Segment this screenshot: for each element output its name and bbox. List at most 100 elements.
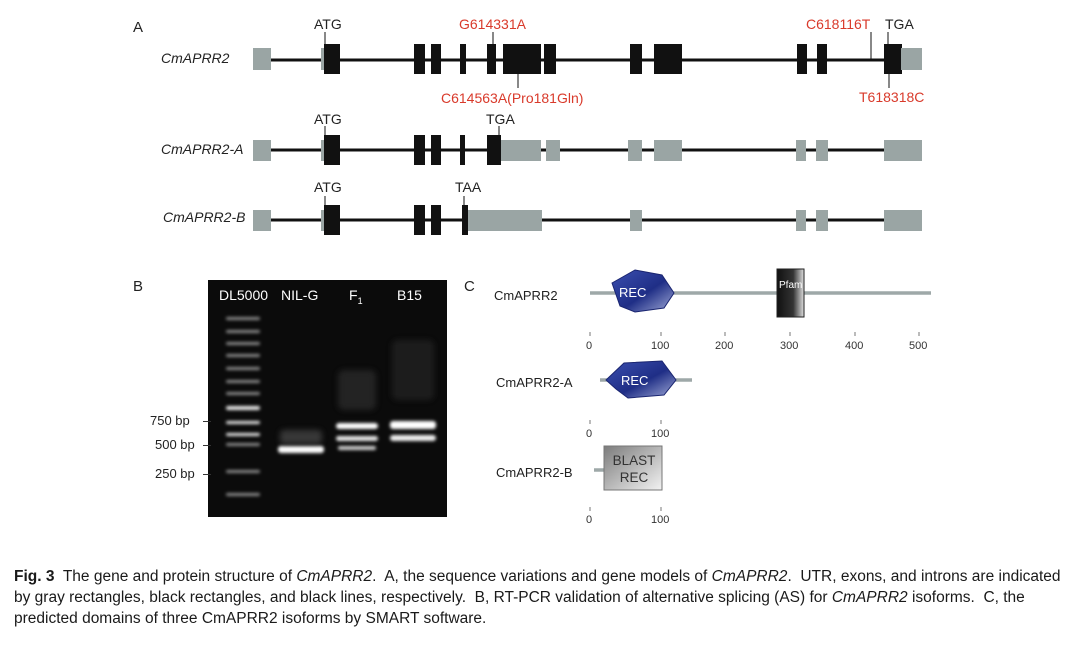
panel-b-label: B — [133, 278, 144, 295]
exon-block — [884, 44, 902, 74]
exon-block — [324, 44, 340, 74]
size-marker-tick — [203, 474, 211, 475]
ladder-bands — [226, 317, 260, 496]
caption-gene-italic: CmAPRR2 — [296, 568, 373, 585]
gel-band — [278, 446, 324, 453]
lane-label-nil-g: NIL-G — [281, 287, 319, 303]
lane-label-f1: F1 — [349, 287, 363, 306]
gel-smear — [280, 430, 322, 444]
utr-block — [628, 140, 642, 161]
caption-text: The gene and protein structure of — [54, 568, 297, 585]
panel-c-label: C — [464, 278, 475, 295]
ladder-bright-bands — [226, 406, 260, 436]
exon-block — [414, 205, 425, 235]
exon-block — [630, 44, 642, 74]
exon-block — [414, 44, 425, 74]
gel-band — [336, 436, 378, 441]
rec-domain-label: REC — [621, 373, 649, 388]
blast-label-line: BLAST — [612, 453, 656, 468]
caption-fig-label: Fig. 3 — [14, 568, 55, 585]
utr-block — [253, 140, 271, 161]
caption-gene-italic: CmAPRR2 — [711, 568, 788, 585]
gel-bands — [226, 317, 436, 496]
axis-tick-label: 100 — [651, 340, 670, 352]
exon-block — [487, 44, 496, 74]
utr-block — [816, 140, 828, 161]
gel-smear — [392, 340, 434, 400]
axis-tick-label: 100 — [651, 428, 670, 440]
utr-block — [253, 48, 271, 70]
lane-label-b15: B15 — [397, 287, 422, 303]
pfam-domain-label: Pfam — [779, 280, 803, 291]
mutation-label: G614331A — [459, 16, 526, 32]
caption-text: . UTR, exons, and introns are indicated … — [14, 568, 1065, 606]
gel-band — [338, 446, 376, 450]
gel-smear — [338, 370, 376, 410]
axis-tick-label: 500 — [909, 340, 928, 352]
size-marker-label: 250 bp — [155, 466, 195, 481]
gel-band — [390, 421, 436, 429]
utr-block — [501, 140, 541, 161]
protein-name-cmaprr2: CmAPRR2 — [494, 288, 558, 303]
mutation-label: T618318C — [859, 89, 925, 105]
exon-block — [462, 205, 468, 235]
rec-domain-label: REC — [619, 285, 647, 300]
blast-domain-label: BLAST REC — [606, 452, 662, 486]
exon-block — [431, 205, 441, 235]
axis-tick-label: 0 — [586, 514, 593, 526]
caption-text: isoforms. C, the predicted domains of th… — [14, 589, 1030, 627]
exon-block — [544, 44, 556, 74]
caption-gene-italic: CmAPRR2 — [831, 589, 908, 606]
utr-block — [796, 210, 806, 231]
gene-name-cmaprr2: CmAPRR2 — [161, 50, 230, 66]
utr-block — [321, 48, 325, 70]
exon-block — [817, 44, 827, 74]
axis-tick-label: 100 — [651, 514, 670, 526]
size-marker-tick — [203, 445, 211, 446]
gene-model-cmaprr2 — [253, 32, 922, 88]
axis-ticks — [589, 420, 662, 424]
size-marker-label: 750 bp — [150, 413, 190, 428]
exon-block — [797, 44, 807, 74]
utr-block — [884, 140, 922, 161]
tga-label: TGA — [486, 111, 515, 127]
exon-block — [487, 135, 501, 165]
axis-tick-label: 200 — [715, 340, 734, 352]
atg-label: ATG — [314, 179, 342, 195]
utr-block — [630, 210, 642, 231]
axis-tick-label: 400 — [845, 340, 864, 352]
taa-label: TAA — [455, 179, 482, 195]
gene-model-cmaprr2-b — [253, 196, 922, 235]
protein-name-cmaprr2-b: CmAPRR2-B — [496, 465, 573, 480]
figure-caption: Fig. 3 The gene and protein structure of… — [14, 566, 1064, 629]
exon-block — [414, 135, 425, 165]
utr-block — [901, 48, 922, 70]
protein-name-cmaprr2-a: CmAPRR2-A — [496, 375, 573, 390]
tga-label: TGA — [885, 16, 914, 32]
axis-tick-label: 300 — [780, 340, 799, 352]
pfam-domain — [776, 268, 805, 318]
utr-block — [654, 140, 682, 161]
size-marker-tick — [203, 421, 211, 422]
utr-block — [468, 210, 542, 231]
gel-image: DL5000 NIL-G F1 B15 — [208, 280, 447, 517]
mutation-label: C618116T — [806, 16, 871, 32]
utr-block — [321, 140, 325, 161]
gel-band — [336, 423, 378, 429]
exon-block — [503, 44, 541, 74]
rec-domain — [611, 269, 675, 313]
gene-models — [253, 32, 922, 235]
axis-tick-label: 0 — [586, 428, 593, 440]
caption-text: . A, the sequence variations and gene mo… — [372, 568, 712, 585]
utr-block — [253, 210, 271, 231]
atg-label: ATG — [314, 111, 342, 127]
size-marker-label: 500 bp — [155, 437, 195, 452]
utr-block — [796, 140, 806, 161]
atg-label: ATG — [314, 16, 342, 32]
axis-ticks — [589, 332, 920, 336]
gel-band — [390, 435, 436, 441]
exon-block — [654, 44, 682, 74]
exon-block — [431, 44, 441, 74]
gene-model-cmaprr2-a — [253, 126, 922, 165]
rec-domain — [605, 360, 677, 399]
